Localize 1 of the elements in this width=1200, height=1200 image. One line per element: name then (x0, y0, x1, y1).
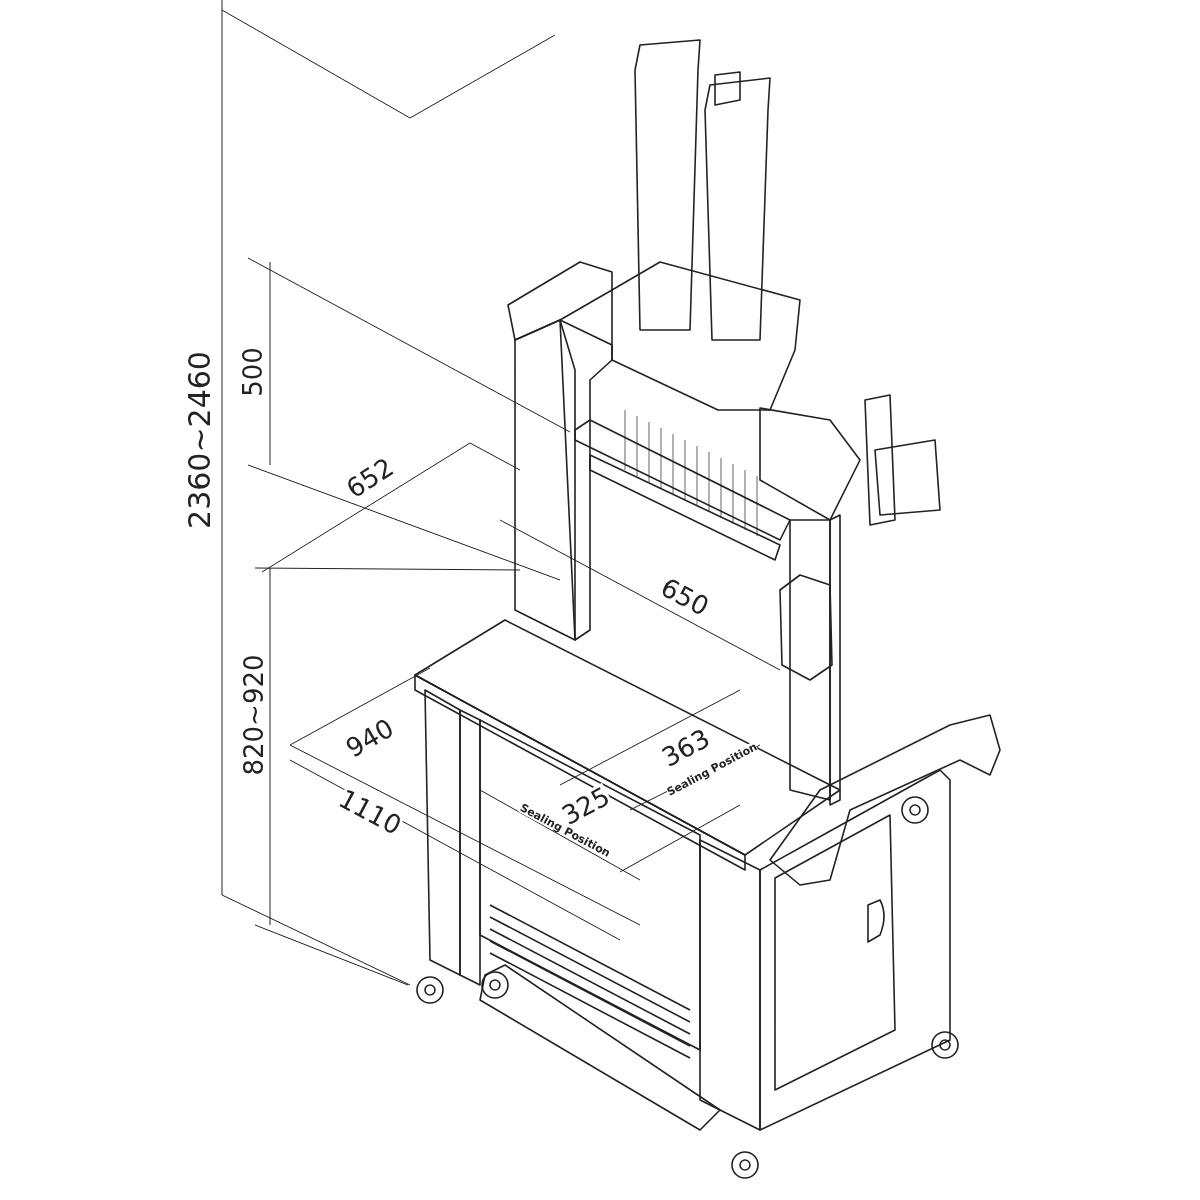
dimension-value: 820~920 (240, 654, 266, 776)
